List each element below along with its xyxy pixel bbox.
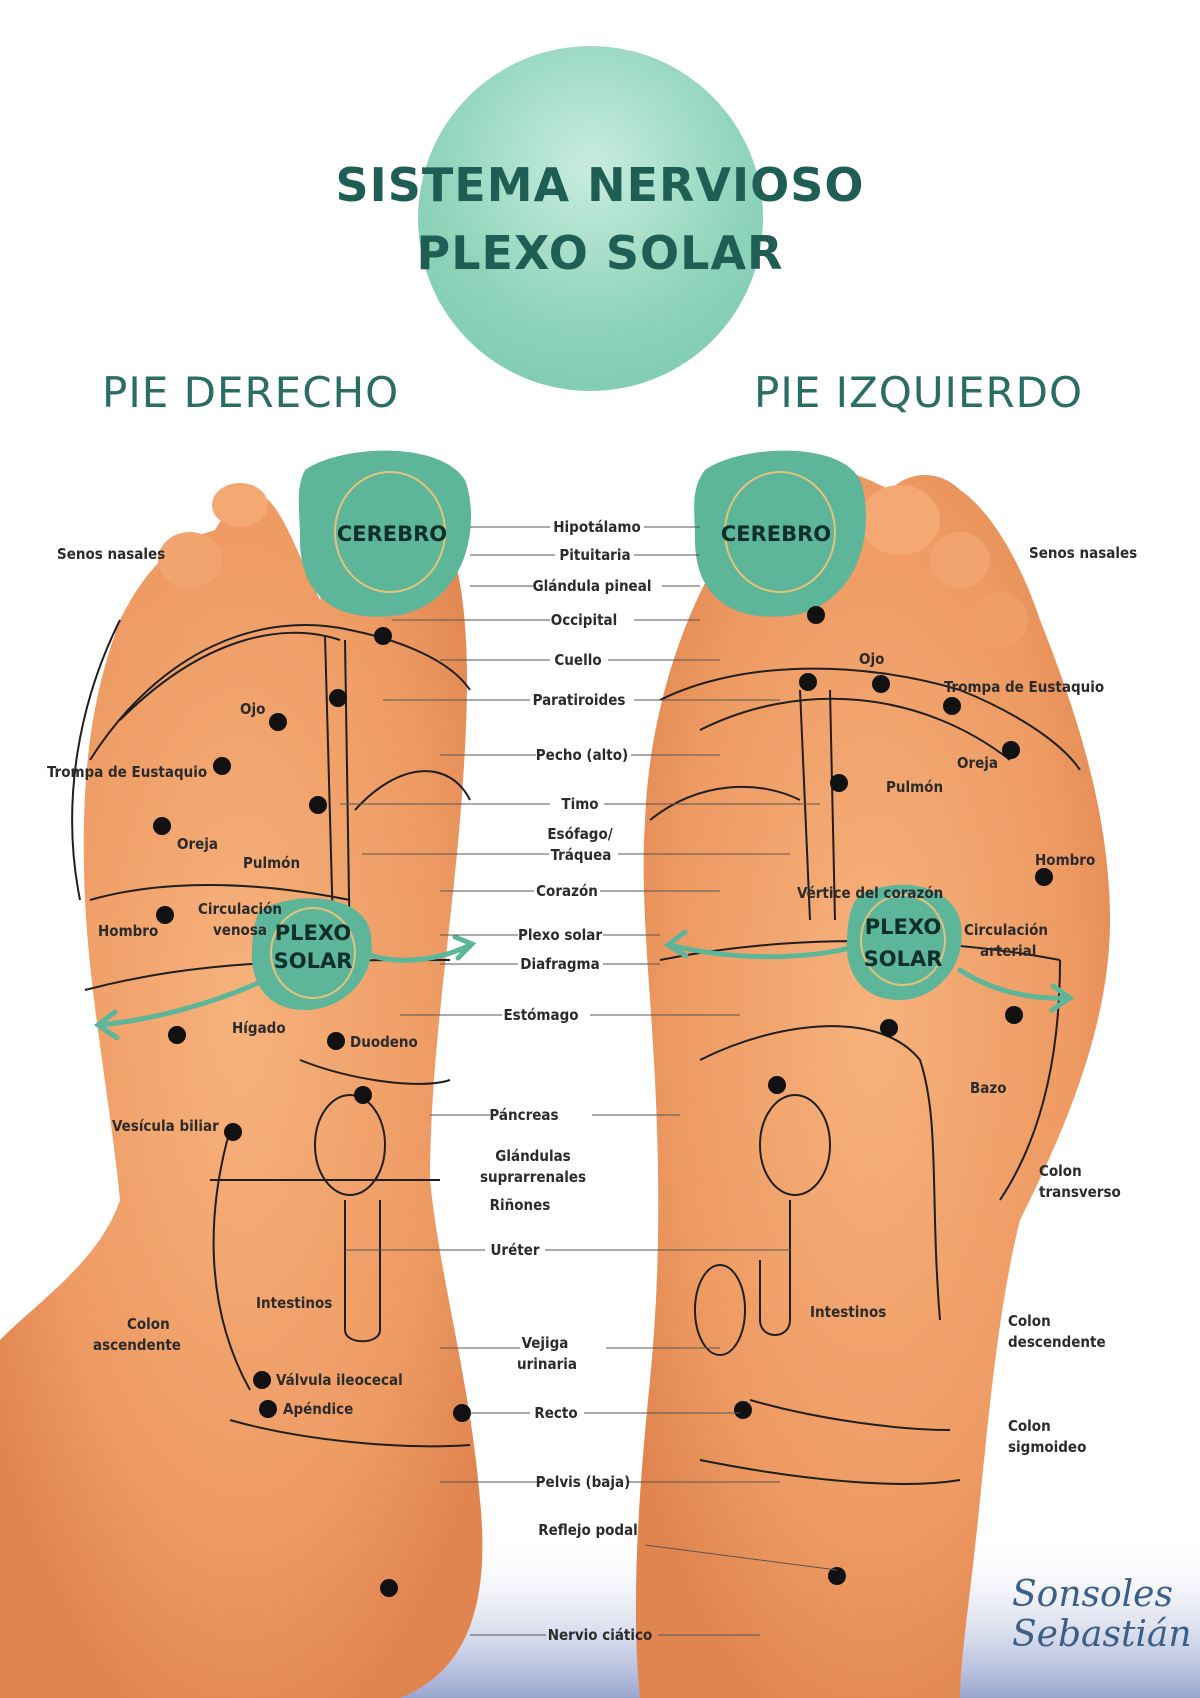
reflex-points <box>153 606 1053 1597</box>
label-circ-venosa-2: venosa <box>213 921 267 939</box>
label-esofago-2: Tráquea <box>551 846 612 864</box>
label-paratiroides: Paratiroides <box>533 691 626 709</box>
label-senos-right: Senos nasales <box>57 545 165 563</box>
label-nervio-ciatico: Nervio ciático <box>548 1626 653 1644</box>
label-valvula: Válvula ileocecal <box>276 1371 403 1389</box>
label-higado: Hígado <box>232 1019 286 1037</box>
label-apendice: Apéndice <box>283 1400 353 1418</box>
left-foot-title: PIE IZQUIERDO <box>754 368 1084 417</box>
label-recto: Recto <box>534 1404 577 1422</box>
label-colon-sig-1: Colon <box>1008 1417 1051 1435</box>
label-pecho: Pecho (alto) <box>536 746 628 764</box>
label-glandulas-1: Glándulas <box>495 1147 570 1165</box>
label-corazon: Corazón <box>536 882 598 900</box>
logo-line-2: Sebastián <box>1012 1614 1192 1655</box>
label-cuello: Cuello <box>554 651 601 669</box>
right-foot-title: PIE DERECHO <box>102 368 400 417</box>
label-pelvis: Pelvis (baja) <box>536 1473 631 1491</box>
label-colon-asc-1: Colon <box>127 1315 170 1333</box>
label-vejiga-2: urinaria <box>517 1355 577 1373</box>
right-foot <box>0 468 483 1698</box>
label-esofago-1: Esófago/ <box>547 825 612 843</box>
label-hombro-left: Hombro <box>1035 851 1095 869</box>
label-ojo-right: Ojo <box>240 700 265 718</box>
brain-zone-right: CEREBRO <box>298 450 472 617</box>
label-rinones: Riñones <box>490 1196 551 1214</box>
label-oreja-left: Oreja <box>957 754 998 772</box>
label-circ-venosa-1: Circulación <box>198 900 282 918</box>
label-occipital: Occipital <box>551 611 618 629</box>
label-pulmon-left: Pulmón <box>886 778 943 796</box>
brain-zone-left: CEREBRO <box>694 450 867 617</box>
label-glandula-pineal: Glándula pineal <box>533 577 652 595</box>
title-line-1: SISTEMA NERVIOSO <box>335 158 865 212</box>
label-vejiga-1: Vejiga <box>522 1334 569 1352</box>
label-intestinos-right: Intestinos <box>256 1294 332 1312</box>
label-colon-trans-1: Colon <box>1039 1162 1082 1180</box>
left-foot <box>635 470 1110 1698</box>
label-oreja-right: Oreja <box>177 835 218 853</box>
plexus-label-right-2: SOLAR <box>274 949 353 973</box>
brain-label-right: CEREBRO <box>337 522 447 546</box>
label-pulmon-right: Pulmón <box>243 854 300 872</box>
label-vertice: Vértice del corazón <box>797 884 943 902</box>
label-glandulas-2: suprarrenales <box>480 1168 586 1186</box>
label-ojo-left: Ojo <box>859 650 884 668</box>
title-circle <box>418 46 763 391</box>
label-colon-sig-2: sigmoideo <box>1008 1438 1086 1456</box>
left-foot-labels: Senos nasales Ojo Trompa de Eustaquio Or… <box>797 544 1137 1456</box>
brain-label-left: CEREBRO <box>721 522 831 546</box>
label-circ-arterial-1: Circulación <box>964 921 1048 939</box>
label-pancreas: Páncreas <box>489 1106 558 1124</box>
plexus-label-left-1: PLEXO <box>865 915 941 939</box>
label-colon-asc-2: ascendente <box>93 1336 181 1354</box>
label-trompa-left: Trompa de Eustaquio <box>944 678 1104 696</box>
label-ureter: Uréter <box>490 1241 539 1259</box>
plexus-zone-left: PLEXO SOLAR <box>846 884 962 1000</box>
label-trompa-right: Trompa de Eustaquio <box>47 763 207 781</box>
label-duodeno: Duodeno <box>350 1033 418 1051</box>
label-diafragma: Diafragma <box>520 955 599 973</box>
left-foot-lines <box>649 667 1081 1485</box>
label-colon-trans-2: transverso <box>1039 1183 1121 1201</box>
right-foot-labels: Senos nasales Ojo Trompa de Eustaquio Or… <box>47 545 418 1418</box>
label-colon-desc-1: Colon <box>1008 1312 1051 1330</box>
plexus-zone-right: PLEXO SOLAR <box>251 898 372 1010</box>
label-colon-desc-2: descendente <box>1008 1333 1106 1351</box>
label-estomago: Estómago <box>503 1006 578 1024</box>
label-vesicula: Vesícula biliar <box>112 1117 219 1135</box>
label-senos-left: Senos nasales <box>1029 544 1137 562</box>
plexus-label-left-2: SOLAR <box>864 947 943 971</box>
plexus-arrows <box>93 929 1075 1041</box>
brand-logo: Sonsoles Sebastián <box>1012 1574 1192 1655</box>
label-pituitaria: Pituitaria <box>559 546 630 564</box>
plexus-label-right-1: PLEXO <box>275 921 351 945</box>
label-timo: Timo <box>561 795 598 813</box>
label-hipotalamo: Hipotálamo <box>553 518 640 536</box>
leader-lines <box>340 526 838 1636</box>
label-reflejo-podal: Reflejo podal <box>538 1521 638 1539</box>
center-labels: Hipotálamo Pituitaria Glándula pineal Oc… <box>480 518 652 1644</box>
label-intestinos-left: Intestinos <box>810 1303 886 1321</box>
label-hombro-right: Hombro <box>98 922 158 940</box>
label-circ-arterial-2: arterial <box>980 942 1036 960</box>
label-bazo: Bazo <box>970 1079 1007 1097</box>
label-plexo-solar: Plexo solar <box>518 926 602 944</box>
logo-line-1: Sonsoles <box>1012 1574 1173 1615</box>
title-line-2: PLEXO SOLAR <box>416 226 784 280</box>
